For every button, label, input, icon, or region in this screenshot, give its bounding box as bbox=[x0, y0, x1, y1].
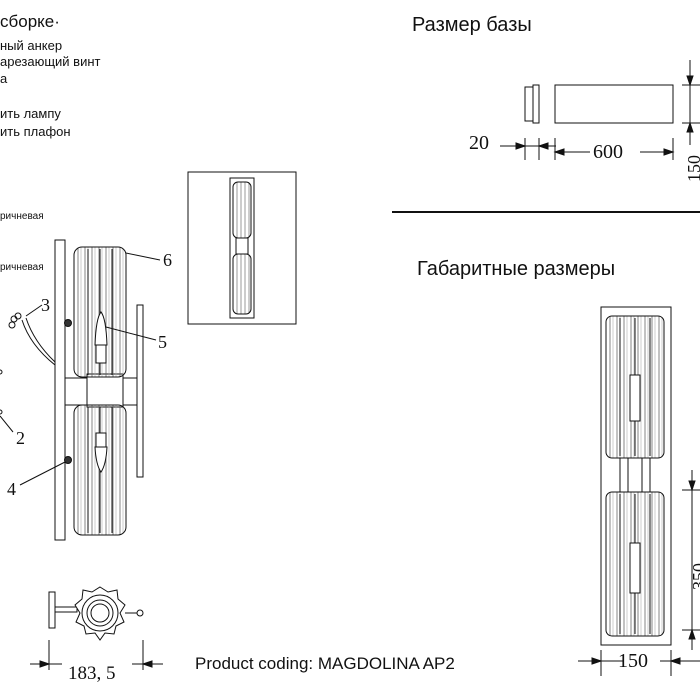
base-length-label: 600 bbox=[593, 141, 623, 163]
callout-4: 4 bbox=[7, 479, 16, 499]
front-depth-label: 183, 5 bbox=[68, 663, 116, 684]
front-view bbox=[48, 586, 144, 641]
base-view bbox=[500, 60, 700, 160]
base-width-label: 150 bbox=[684, 155, 700, 182]
base-depth-label: 20 bbox=[469, 132, 489, 154]
assembly-item-5: ить плафон bbox=[0, 124, 71, 139]
color-label-2: ричневая bbox=[0, 262, 44, 273]
color-label-1: ричневая bbox=[0, 211, 44, 222]
front-depth-dimension bbox=[30, 640, 163, 670]
callout-2: 2 bbox=[16, 428, 25, 448]
overall-width-label: 150 bbox=[618, 650, 648, 672]
callout-5: 5 bbox=[158, 332, 167, 352]
callout-3: 3 bbox=[41, 295, 50, 315]
product-coding: Product coding: MAGDOLINA AP2 bbox=[195, 654, 455, 673]
overall-view bbox=[578, 306, 700, 676]
base-size-title: Размер базы bbox=[412, 14, 532, 36]
overall-size-title: Габаритные размеры bbox=[417, 258, 616, 280]
assembly-item-4: ить лампу bbox=[0, 106, 61, 121]
top-view-box bbox=[187, 171, 297, 325]
assembly-item-1: ный анкер bbox=[0, 38, 63, 53]
assembly-item-2: арезающий винт bbox=[0, 54, 101, 69]
assembly-title: сборке· bbox=[0, 12, 60, 31]
overall-height-label: 350 bbox=[689, 563, 700, 590]
side-view bbox=[0, 239, 161, 541]
assembly-item-3: а bbox=[0, 71, 8, 86]
callout-6: 6 bbox=[163, 250, 172, 270]
